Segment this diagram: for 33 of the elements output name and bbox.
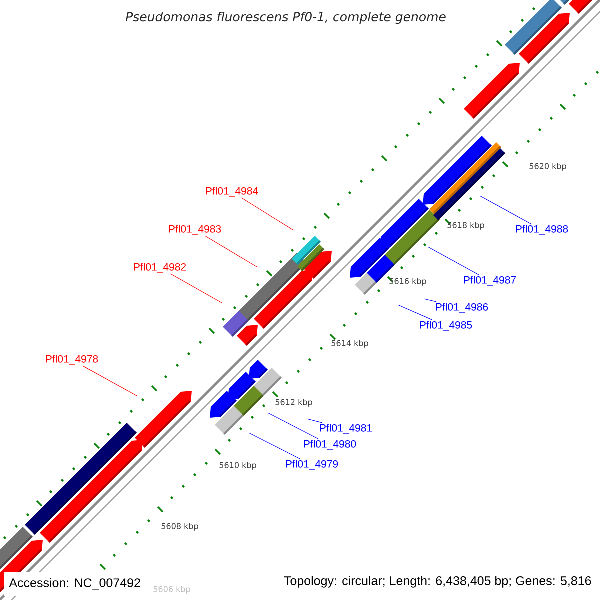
gene-label: Pfl01_4982 xyxy=(134,263,186,273)
gene-label: Pfl01_4978 xyxy=(46,355,98,365)
gene-label: Pfl01_4988 xyxy=(516,225,568,235)
tick-label: 5610 kbp xyxy=(220,462,256,470)
leader-line xyxy=(204,236,258,268)
gene-label: Pfl01_4979 xyxy=(286,460,338,470)
tick-label: 5614 kbp xyxy=(332,340,368,348)
leader-line xyxy=(398,304,432,320)
info-text: Topology: circular; Length: 6,438,405 bp; Genes: 5,816 xyxy=(282,574,594,590)
leader-line xyxy=(268,412,319,440)
info-box: Accession: NC_007492 xyxy=(4,572,146,596)
leader-line xyxy=(424,298,437,302)
gene-label: Pfl01_4981 xyxy=(320,424,372,434)
gene-label: Pfl01_4987 xyxy=(464,276,516,286)
leader-line xyxy=(248,432,300,460)
leader-line xyxy=(82,366,138,396)
gene-label: Pfl01_4980 xyxy=(304,440,356,450)
leader-line xyxy=(170,274,222,304)
tick-label: 5620 kbp xyxy=(530,163,566,171)
leader-line xyxy=(480,196,532,224)
leader-line xyxy=(241,198,294,230)
leader-line xyxy=(428,246,480,276)
leader-line xyxy=(306,418,323,424)
gene-label: Pfl01_4984 xyxy=(206,187,258,197)
tick-label: 5608 kbp xyxy=(162,523,198,531)
gene-label: Pfl01_4986 xyxy=(436,303,488,313)
tick-label: 5606 kbp xyxy=(154,586,190,594)
gene-label: Pfl01_4985 xyxy=(420,321,472,331)
tick-label: 5616 kbp xyxy=(390,278,426,286)
title: Pseudomonas fluorescens Pf0-1, complete genome xyxy=(126,12,446,24)
tick-label: 5612 kbp xyxy=(276,399,312,407)
tick-label: 5618 kbp xyxy=(448,222,484,230)
gene-label: Pfl01_4983 xyxy=(169,225,222,235)
